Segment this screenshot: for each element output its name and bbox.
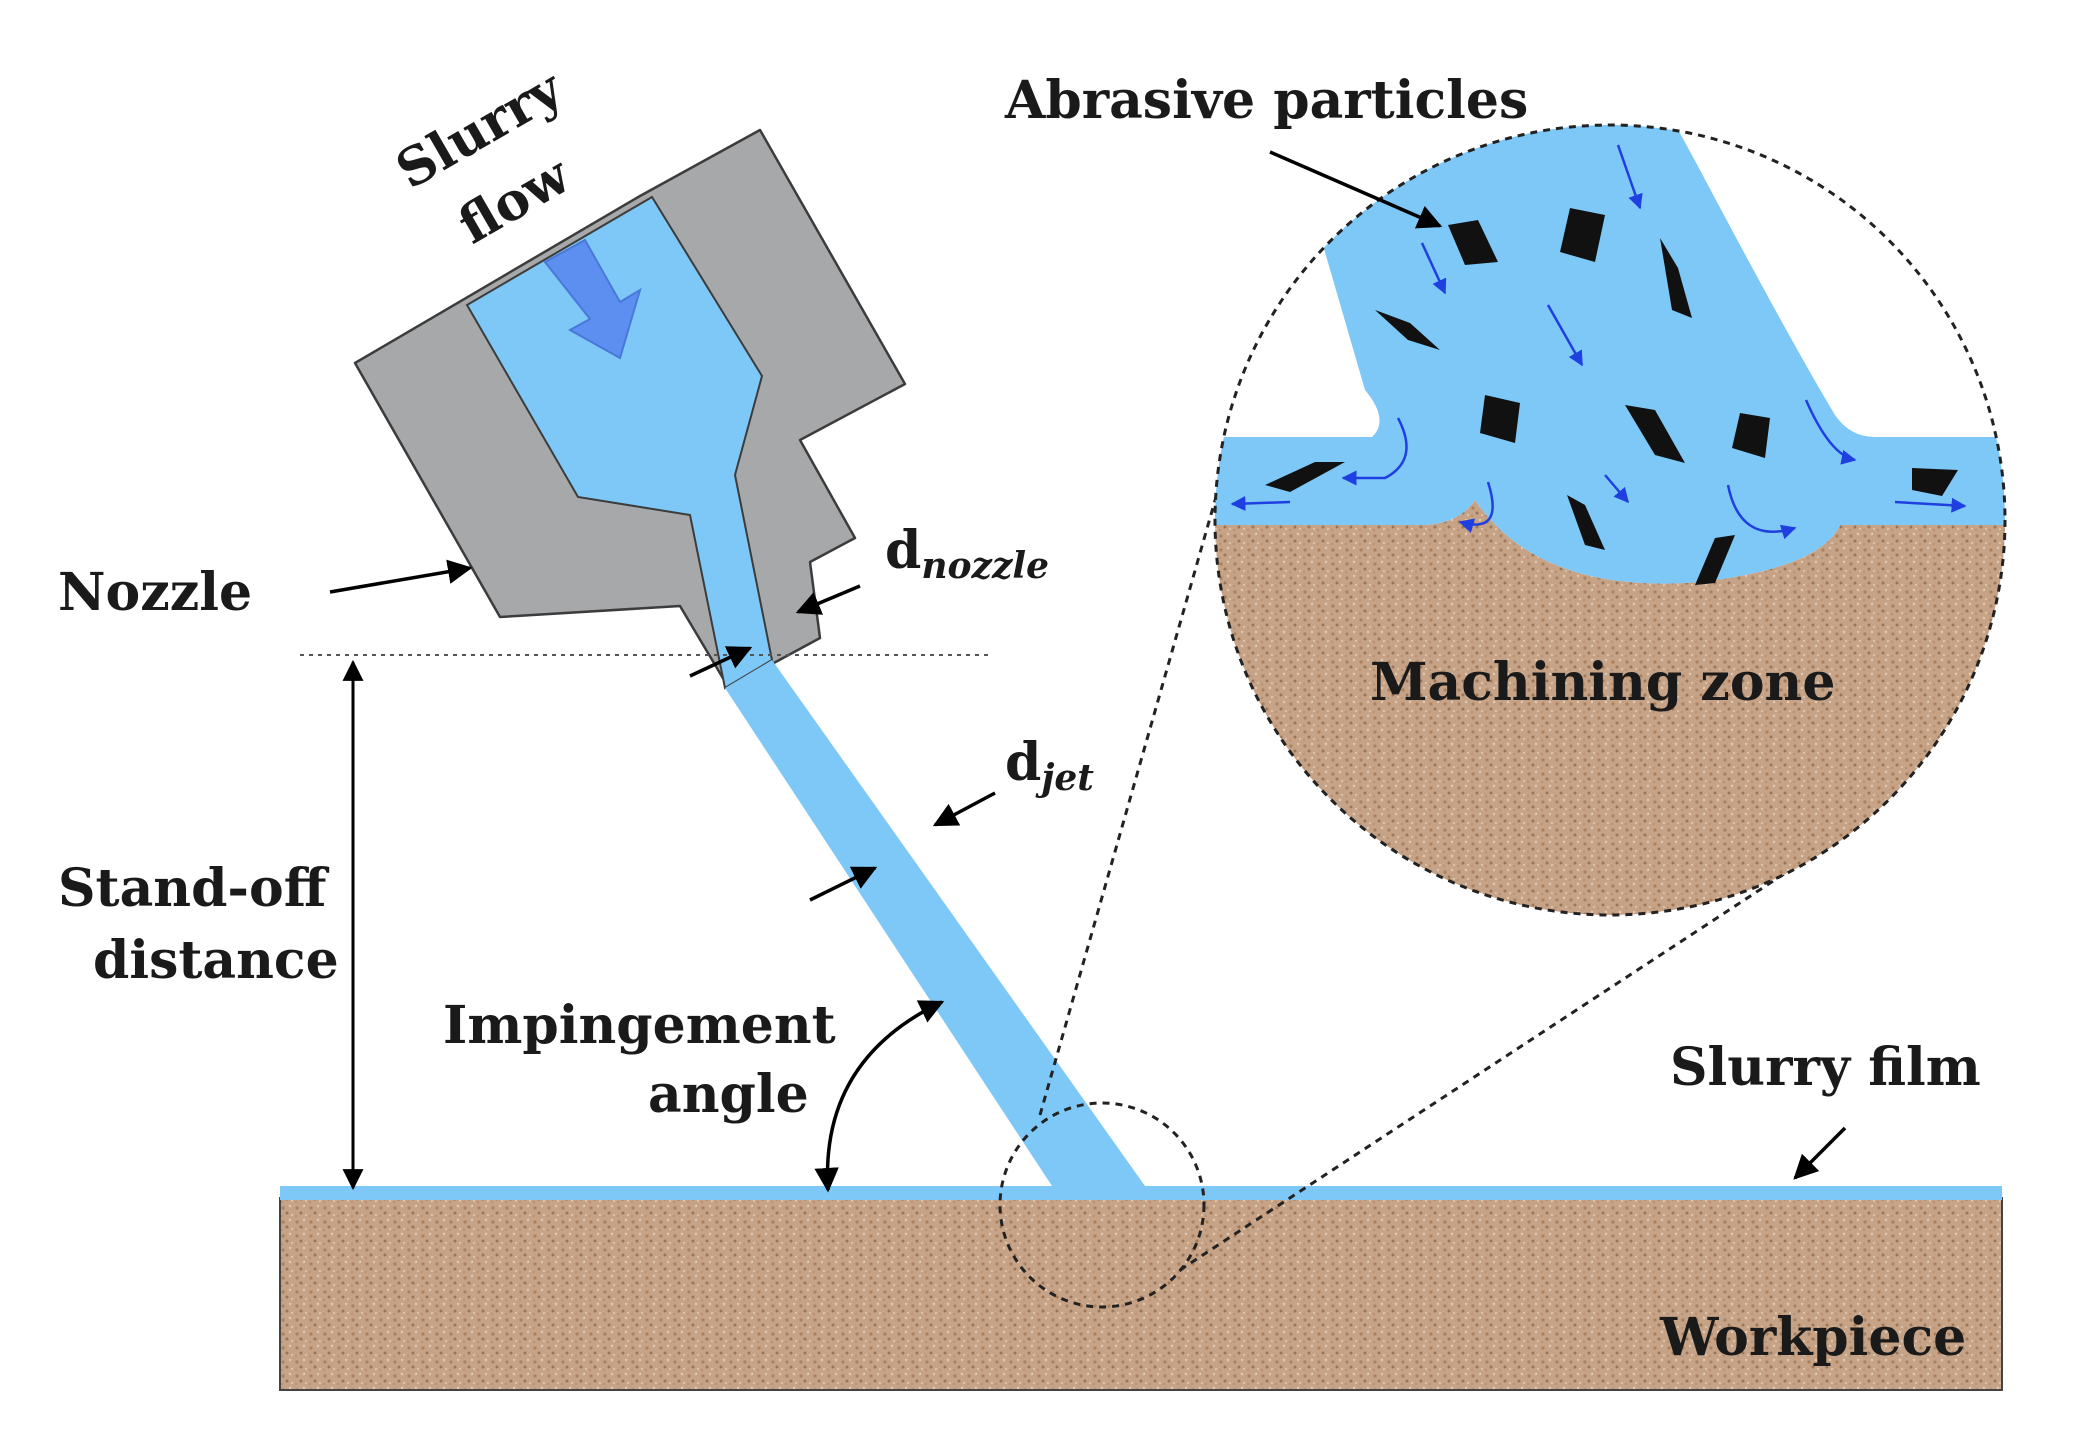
d-jet-arrow-left [809, 866, 878, 902]
abrasive-particle [1732, 413, 1770, 458]
label-d-nozzle: dnozzle [885, 520, 1049, 587]
d-nozzle-arrow-left [689, 646, 753, 678]
label-abrasive-particles: Abrasive particles [1004, 70, 1528, 131]
workpiece [279, 1197, 2003, 1391]
flow-arrow [1420, 242, 1447, 295]
d-nozzle-sub: nozzle [921, 545, 1049, 587]
impact-zone-circle [998, 1101, 1206, 1309]
label-machining-zone: Machining zone [1370, 652, 1835, 713]
slurry-jet [725, 660, 1145, 1186]
flow-arrow [1894, 497, 1967, 513]
magnified-view-border [1213, 123, 2007, 917]
abrasive-particle [1375, 310, 1440, 350]
slurry-flow-arrow [543, 238, 642, 360]
abrasive-particle [1625, 405, 1685, 463]
label-slurry-film: Slurry film [1670, 1037, 1981, 1098]
impingement-angle-arc [814, 1000, 945, 1193]
flow-arrow [1230, 496, 1291, 512]
flow-arrow [1546, 304, 1584, 367]
zoom-tangent-lower [1179, 868, 1791, 1272]
label-impingement-line2: angle [648, 1064, 809, 1125]
d-jet-arrow-right [932, 791, 996, 827]
d-jet-main: d [1005, 732, 1041, 793]
abrasive-particle [1265, 462, 1345, 492]
flow-arrow [1726, 484, 1797, 540]
label-standoff-line1: Stand-off [58, 858, 330, 919]
d-nozzle-main: d [885, 520, 921, 581]
label-impingement-line1: Impingement [443, 995, 836, 1056]
slurry-film-pointer-arrow [1793, 1126, 1847, 1180]
label-nozzle: Nozzle [58, 562, 252, 623]
d-jet-sub: jet [1035, 757, 1094, 799]
abrasive-particles-pointer-arrow [1269, 150, 1443, 229]
abrasive-particle [1560, 208, 1605, 262]
flow-arrow [1804, 399, 1857, 465]
flow-arrows [1230, 144, 1967, 540]
label-standoff-line2: distance [93, 930, 339, 991]
abrasive-particle [1567, 495, 1605, 550]
abrasive-particle [1660, 238, 1692, 318]
abrasive-particle [1695, 535, 1735, 585]
abrasive-particles [1265, 208, 1958, 585]
magnified-view [1215, 125, 2005, 915]
d-nozzle-arrow-right [795, 584, 861, 615]
flow-arrow [1616, 144, 1643, 210]
abrasive-particle [1912, 468, 1958, 496]
flow-arrow [1341, 417, 1408, 486]
flow-arrow [1458, 481, 1494, 533]
abrasive-particle [1480, 395, 1520, 443]
flow-arrow [1604, 474, 1629, 504]
nozzle-pointer-arrow [329, 559, 473, 594]
abrasive-particle [1448, 220, 1498, 265]
label-workpiece: Workpiece [1659, 1307, 1966, 1368]
label-d-jet: djet [1005, 732, 1094, 799]
slurry-film [280, 1186, 2002, 1200]
